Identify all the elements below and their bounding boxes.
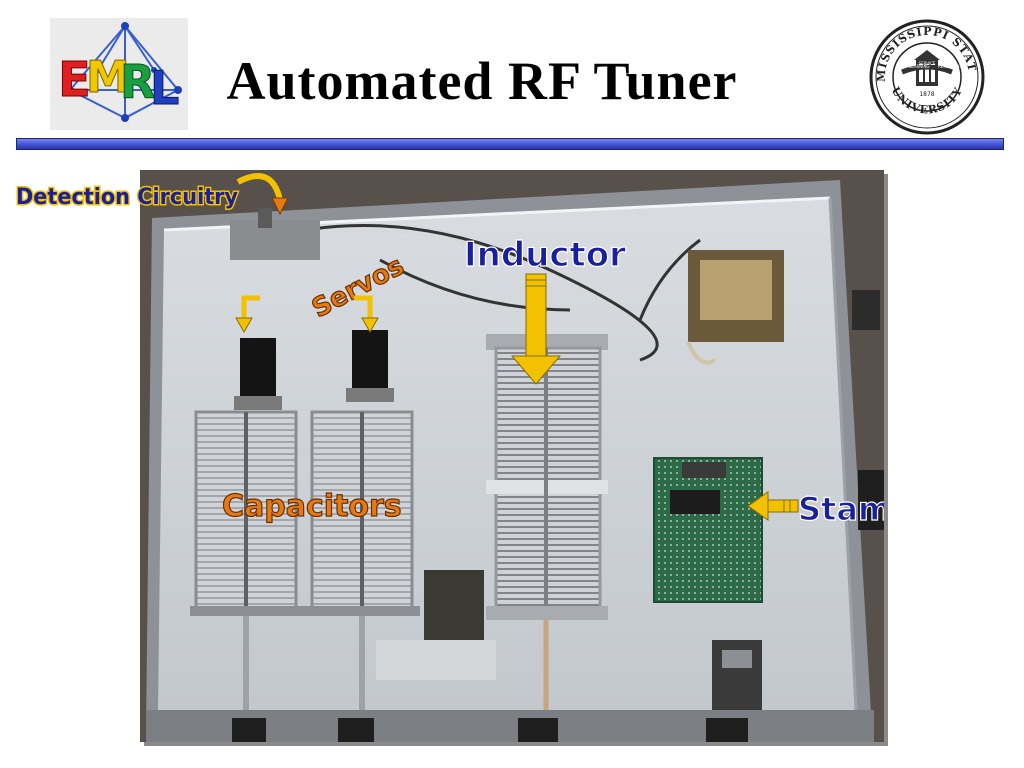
detection-arrow-icon bbox=[236, 173, 283, 201]
logo-letter-r: R bbox=[120, 55, 155, 109]
label-inductor: Inductor bbox=[464, 235, 626, 275]
seal-ribbon-right: RESEARCH bbox=[938, 64, 960, 69]
label-detection-wrap: Detection Circuitry bbox=[15, 184, 240, 212]
seal-emblem-icon bbox=[901, 50, 953, 86]
emrl-logo: E M R L bbox=[50, 18, 188, 130]
seal-ribbon-left: LEARNING bbox=[909, 64, 930, 69]
logo-letter-l: L bbox=[150, 61, 179, 115]
servo-arrow-right-icon bbox=[354, 295, 379, 334]
seal-ribbon-mid: SERVICE bbox=[919, 61, 936, 66]
title-divider-bar bbox=[16, 138, 1004, 150]
logo-letter-m: M bbox=[86, 52, 130, 103]
inductor-arrow-icon bbox=[510, 273, 562, 385]
tuner-photo-frame: Servos Inductor Capacitors Stamp bbox=[15, 170, 884, 742]
label-stamp: Stamp bbox=[798, 490, 884, 528]
seal-year: 1878 bbox=[919, 91, 934, 98]
tuner-photo: Servos Inductor Capacitors Stamp bbox=[140, 170, 884, 742]
label-capacitors: Capacitors bbox=[222, 489, 402, 524]
label-detection: Detection Circuitry bbox=[16, 185, 238, 210]
slide-title: Automated RF Tuner bbox=[0, 54, 1024, 108]
stamp-arrow-icon bbox=[747, 491, 799, 521]
logo-letter-e: E bbox=[58, 52, 91, 108]
detection-arrowhead-icon bbox=[271, 197, 289, 216]
university-seal: MISSISSIPPI STATE UNIVERSITY LEARNING SE… bbox=[868, 18, 985, 135]
slide-title-text: Automated RF Tuner bbox=[226, 51, 738, 111]
servo-arrow-left-icon bbox=[235, 295, 260, 334]
